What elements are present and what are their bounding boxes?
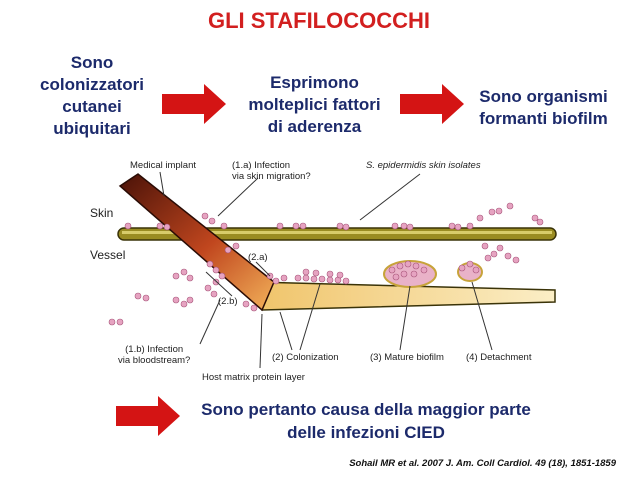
conclusion-text: Sono pertanto causa della maggior parte … xyxy=(176,398,556,444)
statement-adhesion-line: molteplici fattori xyxy=(248,95,381,114)
arrow-right-2 xyxy=(400,84,464,124)
label-infection-skin: (1.a) Infection via skin migration? xyxy=(232,160,311,182)
label-colonization: (2) Colonization xyxy=(272,352,339,363)
statement-colonizers-line: colonizzatori xyxy=(40,75,144,94)
label-host-matrix: Host matrix protein layer xyxy=(202,372,305,383)
label-s-epidermidis: S. epidermidis skin isolates xyxy=(366,160,481,171)
arrow-right-3 xyxy=(116,396,180,436)
statement-colonizers: Sono colonizzatori cutanei ubiquitari xyxy=(22,52,162,140)
label-infection-bloodstream: (1.b) Infection via bloodstream? xyxy=(118,344,190,366)
label-detachment: (4) Detachment xyxy=(466,352,532,363)
statement-adhesion-line: Esprimono xyxy=(270,73,359,92)
statement-adhesion: Esprimono molteplici fattori di aderenza xyxy=(232,72,397,138)
label-vessel: Vessel xyxy=(90,248,126,262)
label-medical-implant: Medical implant xyxy=(130,160,196,171)
citation: Sohail MR et al. 2007 J. Am. Coll Cardio… xyxy=(349,458,616,469)
label-infection-bloodstream-line: via bloodstream? xyxy=(118,355,191,366)
conclusion-line: delle infezioni CIED xyxy=(287,423,445,442)
statement-colonizers-line: ubiquitari xyxy=(53,119,131,138)
statement-adhesion-line: di aderenza xyxy=(267,117,362,136)
page-title: GLI STAFILOCOCCHI xyxy=(207,8,431,33)
bacteria-cluster xyxy=(108,202,544,326)
statement-biofilm-line: Sono organismi xyxy=(479,87,608,106)
label-2b: (2.b) xyxy=(218,296,238,307)
label-infection-skin-line: (1.a) Infection xyxy=(232,160,291,171)
statement-colonizers-line: cutanei xyxy=(62,97,122,116)
conclusion-line: Sono pertanto causa della maggior parte xyxy=(201,400,531,419)
statement-biofilm-line: formanti biofilm xyxy=(479,109,608,128)
label-infection-skin-line: via skin migration? xyxy=(232,171,311,182)
label-mature-biofilm: (3) Mature biofilm xyxy=(370,352,444,363)
statement-colonizers-line: Sono xyxy=(70,53,114,72)
medical-implant-shape xyxy=(118,173,275,312)
label-skin: Skin xyxy=(90,206,114,220)
arrow-right-1 xyxy=(162,84,226,124)
label-infection-bloodstream-line: (1.b) Infection xyxy=(125,344,184,355)
biofilm-diagram xyxy=(108,171,557,369)
leader-lines xyxy=(159,171,493,369)
label-2a: (2.a) xyxy=(248,252,268,263)
statement-biofilm: Sono organismi formanti biofilm xyxy=(466,86,621,130)
